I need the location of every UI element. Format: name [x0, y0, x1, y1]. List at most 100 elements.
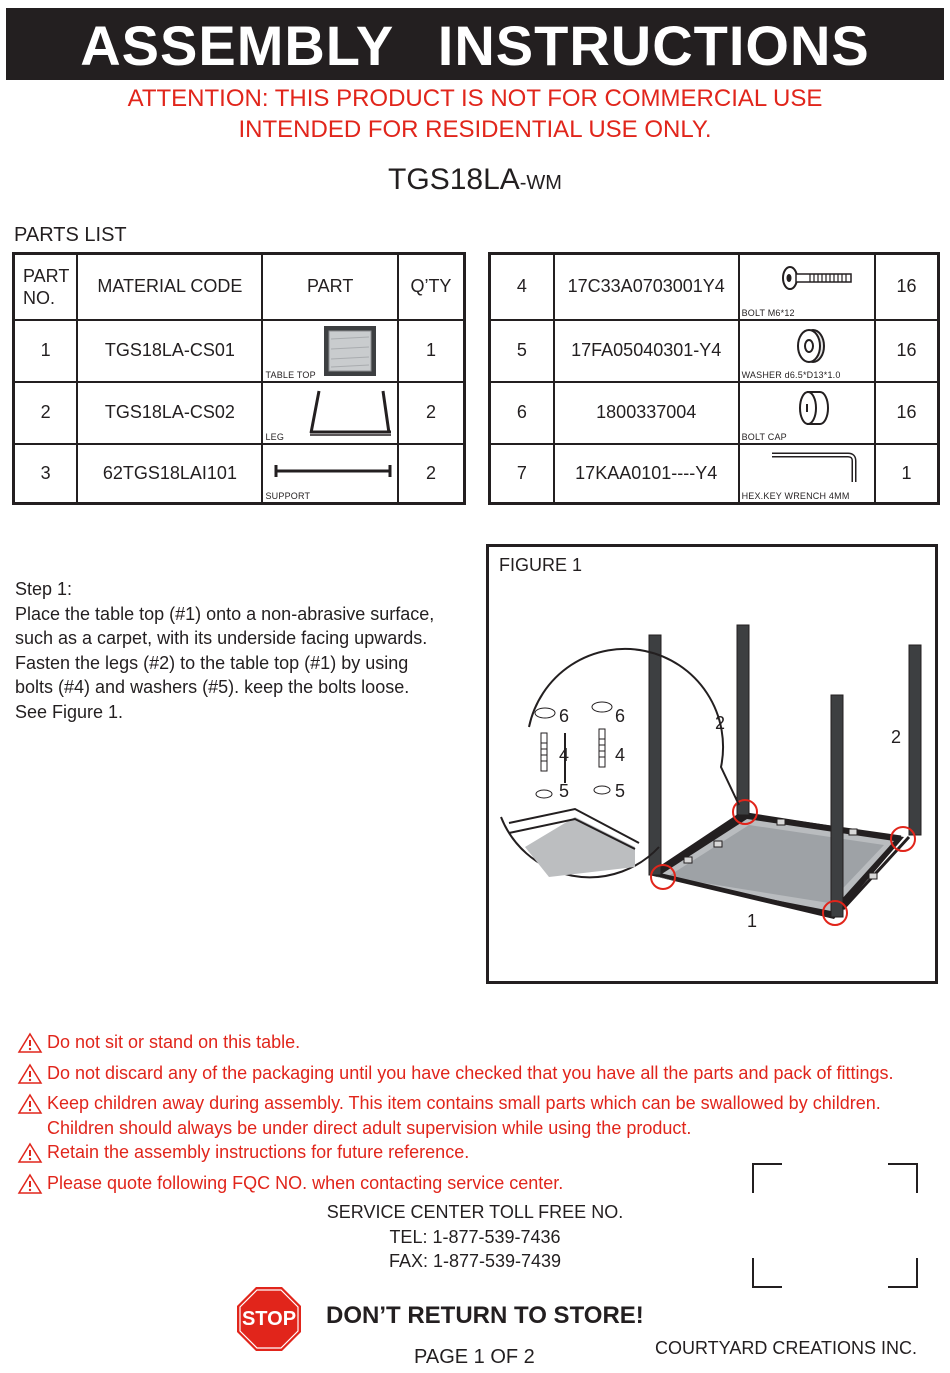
table-row: 4 17C33A0703001Y4 BOLT M6*12 16 — [488, 252, 940, 321]
part-no: 6 — [488, 380, 555, 445]
callout-label: 5 — [559, 781, 569, 801]
parts-list-title: PARTS LIST — [14, 224, 127, 246]
leg-back-left — [736, 624, 750, 816]
warning-icon — [17, 1091, 47, 1122]
callout-label: 4 — [559, 745, 569, 765]
highlight-circle — [650, 864, 676, 890]
company-name: COURTYARD CREATIONS INC. — [655, 1338, 918, 1358]
callout-label: 5 — [615, 781, 625, 801]
part-image-cell: LEG — [261, 380, 399, 445]
parts-table-right: 4 17C33A0703001Y4 BOLT M6*12 16 5 17FA05… — [488, 252, 940, 505]
highlight-circle — [822, 900, 848, 926]
attention-line-1: ATTENTION: THIS PRODUCT IS NOT FOR COMME… — [127, 85, 823, 112]
part-no: 2 — [12, 380, 79, 445]
bolt-cap-icon — [798, 390, 829, 425]
dont-return-notice: DON’T RETURN TO STORE! — [326, 1302, 644, 1329]
bolt-cap-detail — [591, 701, 613, 713]
hex-key-icon — [771, 452, 857, 482]
warning-item: Do not discard any of the packaging unti… — [17, 1061, 937, 1092]
callout-label: 6 — [559, 706, 569, 726]
warning-text: Do not discard any of the packaging unti… — [47, 1062, 894, 1083]
part-caption: BOLT CAP — [741, 431, 787, 442]
leg-icon — [309, 390, 392, 436]
warning-text: Retain the assembly instructions for fut… — [47, 1142, 470, 1163]
callout-label: 2 — [891, 727, 901, 747]
warning-item: Retain the assembly instructions for fut… — [17, 1140, 937, 1171]
stamp-corner-bottom-right — [888, 1258, 918, 1288]
material-code: 17KAA0101----Y4 — [552, 442, 740, 505]
quantity: 16 — [873, 380, 940, 445]
attention-line-2: INTENDED FOR RESIDENTIAL USE ONLY. — [238, 116, 712, 143]
warning-icon — [17, 1140, 47, 1171]
part-caption: HEX.KEY WRENCH 4MM — [741, 491, 850, 501]
leg-back-right — [908, 644, 922, 836]
callout-label: 2 — [715, 713, 725, 733]
part-no: 4 — [488, 252, 555, 321]
warning-text: Please quote following FQC NO. when cont… — [47, 1172, 564, 1193]
header-material-code: MATERIAL CODE — [76, 252, 264, 321]
service-center: SERVICE CENTER TOLL FREE NO. TEL: 1-877-… — [250, 1200, 700, 1274]
part-caption: BOLT M6*12 — [741, 307, 795, 318]
stamp-corner-top-right — [888, 1163, 918, 1193]
stamp-corner-top-left — [752, 1163, 782, 1193]
header-qty: Q’TY — [396, 252, 466, 321]
callout-label: 4 — [615, 745, 625, 765]
warning-icon — [17, 1030, 47, 1061]
leg-front-right — [830, 694, 844, 918]
header-part: PART — [261, 252, 399, 321]
callout-label: 6 — [615, 706, 625, 726]
warning-item: Do not sit or stand on this table. — [17, 1030, 937, 1061]
step-body: Place the table top (#1) onto a non-abra… — [15, 603, 435, 722]
washer-icon — [796, 328, 825, 363]
warning-text: Do not sit or stand on this table. — [47, 1032, 301, 1052]
service-fax: FAX: 1-877-539-7439 — [388, 1251, 562, 1272]
assembly-illustration: 6 6 4 4 5 5 2 2 1 — [500, 624, 922, 931]
quantity: 1 — [396, 318, 466, 383]
material-code: TGS18LA-CS02 — [76, 380, 264, 445]
quantity: 16 — [873, 252, 940, 321]
part-image-cell: WASHER d6.5*D13*1.0 — [737, 318, 876, 383]
highlight-circle — [890, 826, 916, 852]
part-caption: SUPPORT — [265, 491, 311, 501]
part-caption: TABLE TOP — [265, 369, 316, 380]
step-heading: Step 1: — [15, 579, 73, 599]
part-no: 3 — [12, 442, 79, 505]
model-number: TGS18LA-WM — [0, 163, 950, 197]
figure-1: FIGURE 1 — [486, 544, 938, 984]
part-image-cell: BOLT M6*12 — [737, 252, 876, 321]
quantity: 2 — [396, 442, 466, 505]
parts-table-left: PART NO. MATERIAL CODE PART Q’TY 1 TGS18… — [12, 252, 466, 505]
material-code: 62TGS18LAI101 — [76, 442, 264, 505]
part-caption: WASHER d6.5*D13*1.0 — [741, 369, 841, 380]
table-top-icon — [324, 325, 377, 376]
part-image-cell: HEX.KEY WRENCH 4MM — [737, 442, 876, 505]
table-row: 7 17KAA0101----Y4 HEX.KEY WRENCH 4MM 1 — [488, 442, 940, 505]
step-1-instructions: Step 1: Place the table top (#1) onto a … — [15, 577, 435, 724]
service-tel: TEL: 1-877-539-7436 — [389, 1226, 561, 1247]
part-image-cell: TABLE TOP — [261, 318, 399, 383]
header-part-no: PART NO. — [12, 252, 79, 321]
leg-front-left — [648, 634, 662, 876]
quantity: 2 — [396, 380, 466, 445]
stop-label: STOP — [241, 1308, 297, 1330]
part-no: 7 — [488, 442, 555, 505]
quantity: 16 — [873, 318, 940, 383]
title-bar: ASSEMBLY INSTRUCTIONS — [6, 8, 944, 80]
material-code: 17FA05040301-Y4 — [552, 318, 740, 383]
bolt-icon — [781, 266, 852, 290]
material-code: 17C33A0703001Y4 — [552, 252, 740, 321]
warning-text: Keep children away during assembly. This… — [47, 1093, 881, 1138]
table-row: 6 1800337004 BOLT CAP 16 — [488, 380, 940, 445]
figure-label: FIGURE 1 — [499, 555, 583, 575]
table-row: 2 TGS18LA-CS02 LEG 2 — [12, 380, 466, 445]
warning-icon — [17, 1171, 47, 1202]
material-code: 1800337004 — [552, 380, 740, 445]
part-no: 5 — [488, 318, 555, 383]
stamp-corner-bottom-left — [752, 1258, 782, 1288]
header-part-no-line2: NO. — [23, 287, 56, 308]
highlight-circle — [732, 799, 758, 825]
page-number: PAGE 1 OF 2 — [414, 1346, 535, 1368]
table-row: 1 TGS18LA-CS01 TABLE TOP 1 — [12, 318, 466, 383]
quantity: 1 — [873, 442, 940, 505]
model-suffix: -WM — [519, 172, 562, 194]
